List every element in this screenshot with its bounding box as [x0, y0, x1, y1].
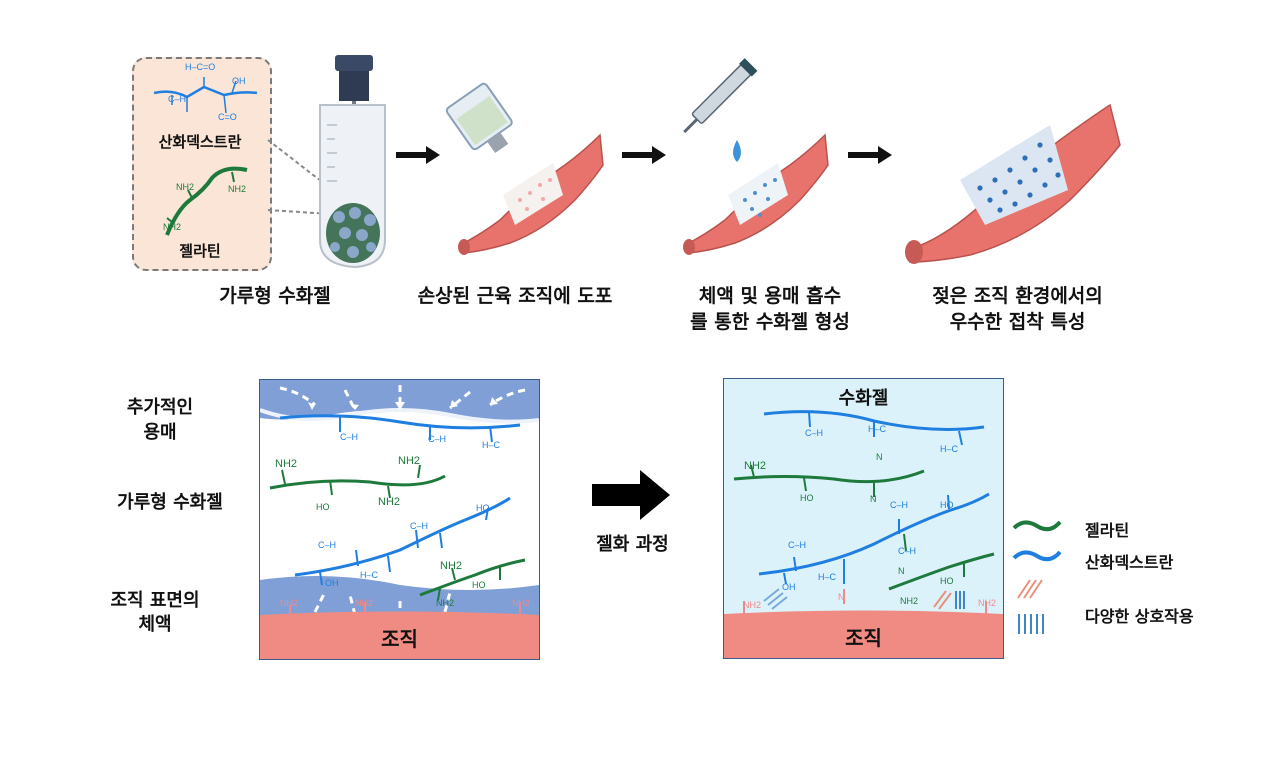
gelatin-nh2-2: NH2: [228, 184, 247, 194]
powder-state-drawing: [260, 380, 539, 659]
tissue-fluid-label-1: 조직 표면의: [110, 590, 200, 611]
right-ald-1: C–H: [805, 428, 824, 438]
powder-state-box: 조직: [259, 379, 540, 660]
right-oh-1: OH: [782, 582, 796, 592]
left-ald-6: H–C: [360, 570, 379, 580]
hydrogel-network-drawing: [724, 410, 1003, 658]
left-nh2-2: NH2: [398, 455, 421, 467]
additional-solvent-label-2: 용매: [143, 422, 177, 443]
blue-hatch-icon: [1018, 614, 1044, 634]
left-nh2-1: NH2: [275, 458, 298, 470]
left-tissue-label: 조직: [381, 627, 418, 651]
right-ho-3: HO: [940, 576, 954, 586]
step2-label: 손상된 근육 조직에 도포: [417, 285, 613, 307]
syringe-illustration: [683, 58, 758, 162]
oxidized-dextran-structure: [153, 77, 258, 114]
left-ald-4: C–H: [410, 521, 429, 531]
right-n-1: N: [876, 452, 883, 462]
left-oh-2: OH: [325, 578, 339, 588]
right-tissue-nh2-2: NH2: [978, 598, 997, 608]
legend-gelatin-label: 젤라틴: [1085, 521, 1130, 540]
dextran-legend-label: 산화덱스트란: [158, 133, 242, 151]
salmon-hatch-icon: [1017, 579, 1043, 599]
step3-label-line2: 를 통한 수화젤 형성: [690, 311, 850, 333]
dextran-aldehyde-label: H–C=O: [185, 62, 216, 72]
dextran-co-label: C=O: [218, 112, 237, 122]
additional-solvent-label-1: 추가적인: [126, 397, 194, 418]
right-n-2: N: [870, 494, 877, 504]
gelatin-legend-label: 젤라틴: [179, 242, 221, 260]
damaged-muscle-illustration: [458, 133, 604, 255]
left-oh-1: HO: [316, 502, 330, 512]
blue-wave-icon: [1012, 550, 1062, 562]
left-nh2-4: NH2: [440, 560, 463, 572]
left-ald-3: H–C: [482, 440, 501, 450]
arrow-icon-3: [848, 146, 892, 164]
powder-applicator-illustration: [445, 82, 513, 154]
dextran-oh-label: OH: [232, 76, 246, 86]
left-tissue-nh2-3: NH2: [512, 598, 531, 608]
absorbing-muscle-illustration: [683, 133, 829, 255]
right-imine-1: H–C: [868, 424, 887, 434]
left-ho-2: HO: [472, 580, 486, 590]
step1-label: 가루형 수화젤: [219, 285, 331, 307]
step4-label-line2: 우수한 접착 특성: [949, 311, 1086, 333]
right-nh2-2: NH2: [900, 596, 919, 606]
left-nh2-5: NH2: [436, 598, 455, 608]
gelation-arrow-icon: [592, 470, 670, 520]
left-ho-1: HO: [476, 503, 490, 513]
legend-dextran-label: 산화덱스트란: [1085, 553, 1174, 572]
right-ald-2: H–C: [940, 444, 959, 454]
right-ho-2: HO: [940, 500, 954, 510]
hydrogel-title: 수화젤: [838, 388, 889, 409]
right-tissue-nh2-1: NH2: [743, 600, 762, 610]
hydrogel-state-box: 수화젤 조직: [723, 378, 1004, 659]
adhered-muscle-illustration: [905, 103, 1121, 264]
legend-interactions-label: 다양한 상호작용: [1085, 607, 1194, 626]
right-ald-3: C–H: [788, 540, 807, 550]
powder-hydrogel-label: 가루형 수화젤: [117, 492, 223, 513]
gelatin-nh2-3: NH2: [163, 222, 182, 232]
tube-with-powder-illustration: [319, 55, 386, 269]
arrow-icon-2: [622, 146, 666, 164]
gelatin-structure: [165, 166, 248, 236]
green-wave-icon: [1012, 520, 1062, 532]
arrow-icon-1: [396, 146, 440, 164]
left-tissue-nh2-1: NH2: [280, 598, 299, 608]
left-tissue-nh2-2: NH2: [355, 598, 374, 608]
gelatin-nh2-1: NH2: [176, 182, 195, 192]
right-n-4: N: [838, 592, 845, 602]
right-n-3: N: [898, 566, 905, 576]
tissue-fluid-label-2: 체액: [138, 614, 172, 635]
right-imine-2: C–H: [890, 500, 909, 510]
right-tissue-label: 조직: [845, 626, 882, 650]
gelation-process-label: 젤화 과정: [596, 534, 669, 555]
left-ald-5: C–H: [318, 540, 337, 550]
left-ald-2: C–H: [428, 434, 447, 444]
left-nh2-3: NH2: [378, 496, 401, 508]
right-ho-1: HO: [800, 493, 814, 503]
right-imine-4: H–C: [818, 572, 837, 582]
step3-label-line1: 체액 및 용매 흡수: [698, 285, 842, 307]
step4-label-line1: 젖은 조직 환경에서의: [932, 285, 1103, 307]
right-nh2-1: NH2: [744, 460, 767, 472]
dextran-ch-label: C–H: [168, 94, 187, 104]
right-imine-3: C–H: [898, 546, 917, 556]
left-ald-1: C–H: [340, 432, 359, 442]
